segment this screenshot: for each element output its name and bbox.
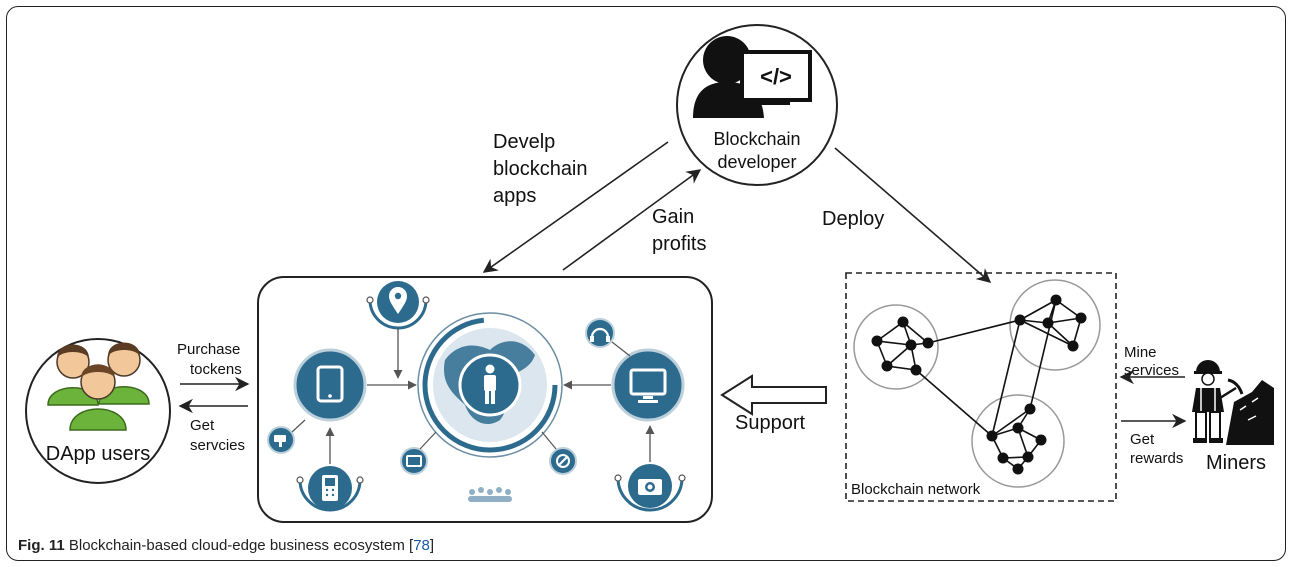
users-group-icon — [47, 342, 150, 431]
purchase-label-line2: tockens — [190, 361, 242, 378]
camera-icon — [614, 464, 686, 512]
mine-label-line1: Mine — [1124, 344, 1157, 361]
security-connector — [291, 419, 306, 433]
blockchain-network: Blockchain network — [845, 272, 1117, 502]
develop-arrow — [482, 141, 669, 273]
develop-label-line1: Develp — [493, 131, 555, 153]
support-arrow — [720, 374, 827, 416]
phone-icon — [296, 466, 364, 512]
globe-icon — [417, 312, 563, 458]
developer-icon: </> — [693, 36, 812, 118]
develop-label-line3: apps — [493, 185, 536, 207]
get-services-label-line1: Get — [190, 417, 215, 434]
tv-icon — [400, 447, 428, 475]
purchase-label-line1: Purchase — [177, 341, 240, 358]
developer-title-line1: Blockchain — [713, 129, 800, 149]
get-services-label-line2: servcies — [190, 437, 245, 454]
rewards-label-line2: rewards — [1130, 450, 1183, 467]
caption-text: Blockchain-based cloud-edge business eco… — [68, 537, 414, 554]
compass-icon — [549, 447, 577, 475]
headphones-icon — [585, 318, 615, 348]
cloud-edge-platform — [257, 276, 713, 523]
headphones-connector — [611, 341, 631, 357]
develop-label-line2: blockchain — [493, 158, 588, 180]
support-label: Support — [735, 412, 805, 434]
developer-title-line2: developer — [717, 152, 796, 172]
tv-connector — [419, 431, 437, 450]
caption-close: ] — [429, 537, 435, 554]
citation-link[interactable]: 78 — [413, 537, 430, 554]
tablet-icon — [293, 348, 367, 422]
mine-label-line2: services — [1124, 362, 1179, 379]
figure-label: Fig. 11 — [18, 537, 65, 554]
camera-security-icon — [267, 426, 295, 454]
dapp-users-node: DApp users — [25, 338, 171, 484]
location-pin-icon — [366, 281, 430, 330]
people-group-icon — [468, 487, 512, 502]
person-icon — [484, 364, 496, 404]
rewards-label-line1: Get — [1130, 431, 1155, 448]
gain-label-line2: profits — [652, 233, 706, 255]
figure-caption: Fig. 11 Blockchain-based cloud-edge busi… — [18, 537, 434, 554]
deploy-label: Deploy — [822, 208, 884, 230]
gain-label-line1: Gain — [652, 206, 694, 228]
deploy-arrow — [834, 147, 992, 283]
code-glyph: </> — [760, 64, 792, 89]
miners-label: Miners — [1206, 452, 1266, 474]
dapp-users-label: DApp users — [46, 443, 151, 465]
developer-node: </> Blockchain developer — [676, 24, 838, 186]
monitor-icon — [611, 348, 685, 422]
compass-connector — [541, 431, 557, 450]
miner-icon — [1186, 355, 1274, 445]
gain-profits-arrow — [562, 169, 702, 271]
network-label: Blockchain network — [851, 481, 981, 498]
